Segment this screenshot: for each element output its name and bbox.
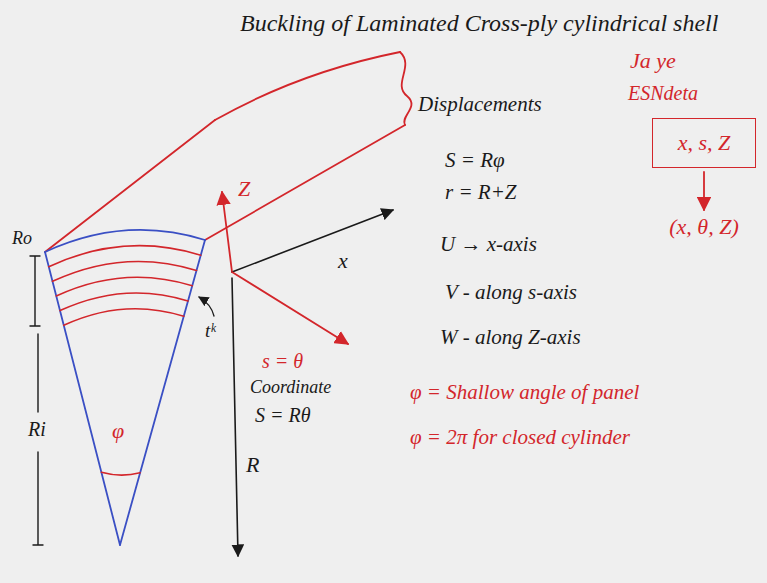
handwritten-label: Ja ye bbox=[630, 48, 676, 73]
leader-line bbox=[199, 297, 214, 316]
ply-arc bbox=[64, 309, 184, 326]
x-axis bbox=[232, 210, 393, 272]
handwritten-label: V - along s-axis bbox=[445, 280, 577, 304]
shell-edge bbox=[205, 125, 405, 240]
handwritten-label: Ri bbox=[28, 418, 46, 441]
handwritten-label: Coordinate bbox=[250, 377, 331, 398]
coordinate-box: x, s, Z bbox=[652, 118, 756, 168]
shell-edge bbox=[215, 52, 400, 120]
handwritten-label: Ro bbox=[12, 228, 32, 249]
handwritten-label: S = Rφ bbox=[445, 148, 505, 172]
handwritten-label: Z bbox=[238, 176, 250, 201]
box-text: x, s, Z bbox=[678, 130, 731, 155]
slide-title: Buckling of Laminated Cross-ply cylindri… bbox=[240, 10, 718, 38]
handwritten-label: Displacements bbox=[418, 92, 542, 116]
break-line bbox=[400, 52, 411, 125]
ply-arc bbox=[60, 293, 188, 311]
handwritten-label: φ = Shallow angle of panel bbox=[410, 380, 639, 404]
handwritten-label: r = R+Z bbox=[445, 180, 517, 204]
handwritten-label: (x, θ, Z) bbox=[669, 214, 738, 239]
handwritten-label: φ = 2π for closed cylinder bbox=[410, 425, 630, 449]
dimension-bracket bbox=[30, 256, 40, 326]
z-axis bbox=[222, 192, 232, 272]
handwritten-label: s = θ bbox=[262, 350, 303, 373]
handwritten-label: U → x-axis bbox=[440, 232, 537, 256]
radius-line bbox=[232, 278, 238, 556]
handwritten-label: tᵏ bbox=[205, 320, 216, 342]
angle-arc bbox=[101, 472, 140, 475]
s-axis bbox=[232, 272, 348, 344]
handwritten-label: ESNdeta bbox=[628, 82, 698, 105]
handwritten-label: W - along Z-axis bbox=[440, 325, 581, 349]
outer-arc bbox=[45, 230, 205, 252]
ply-arc bbox=[49, 246, 201, 267]
handwritten-label: R bbox=[246, 452, 259, 477]
shell-edge bbox=[45, 120, 215, 252]
handwritten-label: φ bbox=[112, 418, 124, 443]
handwritten-label: S = Rθ bbox=[255, 404, 311, 427]
mapping-arrow bbox=[703, 172, 705, 210]
handwritten-label: x bbox=[338, 248, 348, 273]
